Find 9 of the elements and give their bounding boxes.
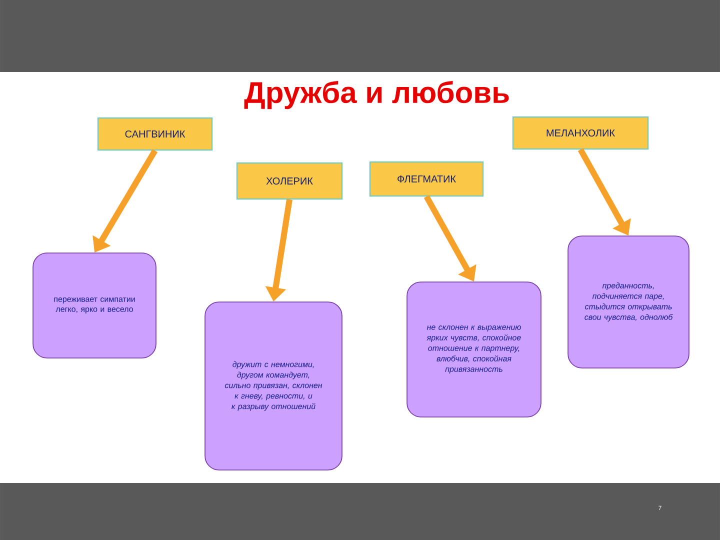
temperament-box: ФЛЕГМАТИК [369, 161, 484, 197]
temperament-box: ХОЛЕРИК [236, 162, 343, 200]
description-box: переживает симпатии легко, ярко и весело [32, 252, 156, 358]
temperament-box: МЕЛАНХОЛИК [512, 116, 649, 150]
description-box: дружит с немногими, другом командует, сильно привязан, склонен к гневу, ревности, и к разрыву отношений [204, 302, 342, 470]
title: Дружба и любовь [244, 80, 509, 110]
description-box: преданность, подчиняется паре, стыдится открывать свои чувства, однолюб [568, 236, 690, 368]
description-box: не склонен к выражению ярких чувств, спокойное отношение к партнеру, влюбчив, спокойная привязанность [406, 282, 542, 418]
temperament-box: САНГВИНИК [97, 117, 213, 151]
